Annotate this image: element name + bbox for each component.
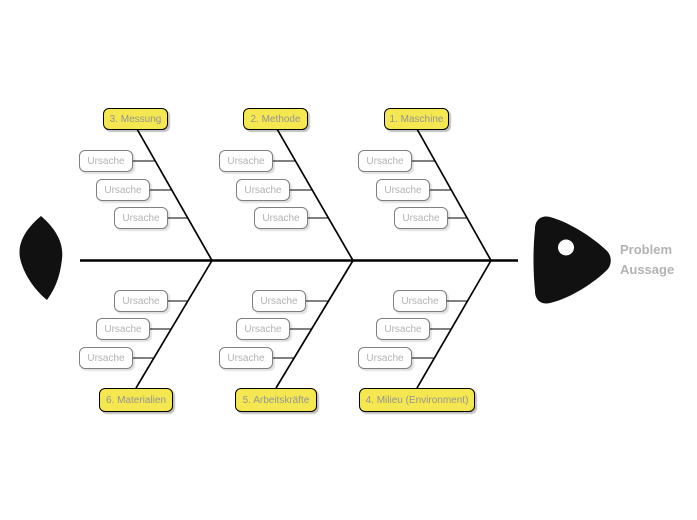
branch-line-milieu (416, 260, 492, 389)
cause-box[interactable]: Ursache (358, 347, 412, 369)
fish-head (533, 216, 611, 304)
category-label: 1. Maschine (389, 113, 444, 125)
cause-box[interactable]: Ursache (96, 179, 150, 201)
cause-box[interactable]: Ursache (254, 207, 308, 229)
category-box-methode[interactable]: 2. Methode (243, 108, 308, 130)
category-label: 6. Materialien (105, 394, 167, 406)
cause-box[interactable]: Ursache (219, 150, 273, 172)
cause-box[interactable]: Ursache (219, 347, 273, 369)
category-box-arbeitskraefte[interactable]: 5. Arbeitskräfte (235, 388, 317, 412)
cause-label: Ursache (244, 323, 282, 335)
cause-box[interactable]: Ursache (236, 318, 290, 340)
cause-label: Ursache (87, 155, 125, 167)
cause-label: Ursache (262, 212, 300, 224)
cause-box[interactable]: Ursache (376, 318, 430, 340)
cause-box[interactable]: Ursache (79, 347, 133, 369)
cause-label: Ursache (384, 323, 422, 335)
cause-label: Ursache (384, 184, 422, 196)
problem-statement-label[interactable]: Problem Aussage (620, 240, 674, 280)
fish-tail (19, 216, 63, 300)
category-box-milieu[interactable]: 4. Milieu (Environment) (359, 388, 475, 412)
cause-label: Ursache (87, 352, 125, 364)
category-box-maschine[interactable]: 1. Maschine (384, 108, 449, 130)
problem-label-line2: Aussage (620, 262, 675, 277)
cause-label: Ursache (402, 212, 440, 224)
branch-line-materialien (135, 260, 213, 389)
cause-box[interactable]: Ursache (394, 207, 448, 229)
branch-line-arbeitskraefte (275, 260, 354, 389)
problem-label-line1: Problem (620, 242, 673, 257)
cause-box[interactable]: Ursache (96, 318, 150, 340)
cause-label: Ursache (227, 352, 265, 364)
cause-box[interactable]: Ursache (236, 179, 290, 201)
branch-line-messung (136, 128, 213, 261)
cause-box[interactable]: Ursache (393, 290, 447, 312)
cause-label: Ursache (401, 295, 439, 307)
connector-lines (133, 160, 468, 359)
category-label: 3. Messung (109, 113, 162, 125)
cause-box[interactable]: Ursache (114, 290, 168, 312)
branch-line-methode (276, 128, 354, 261)
cause-label: Ursache (104, 184, 142, 196)
cause-label: Ursache (122, 212, 160, 224)
cause-label: Ursache (244, 184, 282, 196)
cause-box[interactable]: Ursache (79, 150, 133, 172)
cause-box[interactable]: Ursache (376, 179, 430, 201)
cause-box[interactable]: Ursache (358, 150, 412, 172)
category-label: 2. Methode (250, 113, 301, 125)
branch-line-maschine (416, 128, 492, 261)
category-label: 4. Milieu (Environment) (365, 394, 469, 406)
cause-label: Ursache (104, 323, 142, 335)
cause-label: Ursache (227, 155, 265, 167)
category-label: 5. Arbeitskräfte (242, 394, 310, 406)
cause-box[interactable]: Ursache (114, 207, 168, 229)
cause-label: Ursache (122, 295, 160, 307)
category-box-materialien[interactable]: 6. Materialien (99, 388, 173, 412)
cause-label: Ursache (366, 155, 404, 167)
fish-eye-icon (558, 239, 574, 256)
category-box-messung[interactable]: 3. Messung (103, 108, 168, 130)
cause-box[interactable]: Ursache (252, 290, 306, 312)
cause-label: Ursache (260, 295, 298, 307)
cause-label: Ursache (366, 352, 404, 364)
